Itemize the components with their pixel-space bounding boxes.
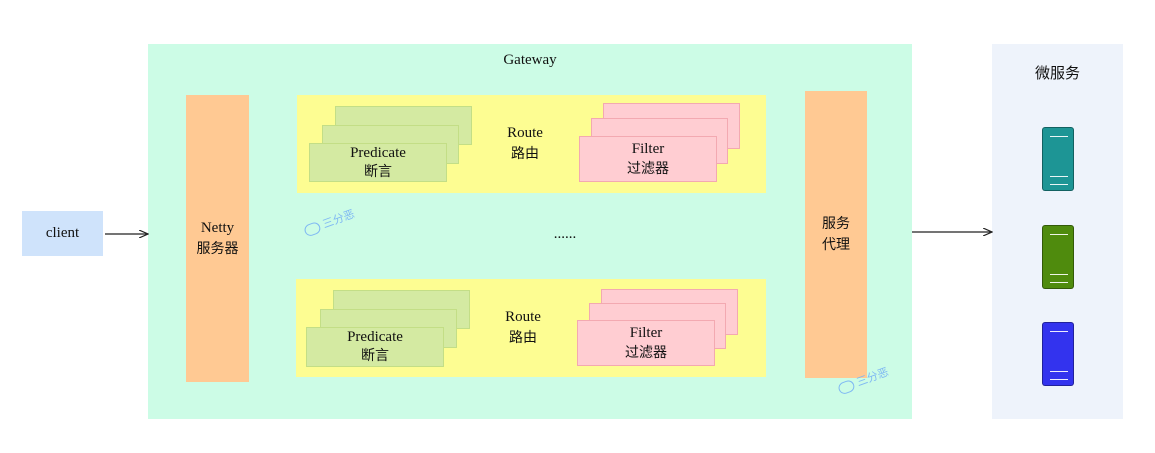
filter-cn-label: 过滤器 [625,345,667,361]
route-label-cn: 路由 [509,330,537,346]
filter-label: Filter [629,325,663,341]
predicate-cn-label: 断言 [361,348,389,364]
filter-card: Filter 过滤器 [579,136,717,182]
route-label: Route 路由 [488,306,558,350]
predicate-label: Predicate [350,144,406,161]
server-icon [1042,225,1074,289]
gateway-title: Gateway [503,52,557,68]
route-label-en: Route [507,125,543,141]
client-node: client [22,211,103,256]
predicate-card: Predicate 断言 [306,327,444,367]
server-icon [1042,127,1074,191]
service-proxy-block: 服务 代理 [805,91,867,378]
microservices-title: 微服务 [1034,64,1080,82]
predicate-cn-label: 断言 [364,163,392,180]
filter-label: Filter [631,141,665,157]
filter-cn-label: 过滤器 [627,161,669,177]
server-icon [1042,322,1074,386]
route-label-en: Route [505,309,541,325]
proxy-label-line2: 代理 [822,236,850,253]
netty-label: Netty [200,219,235,236]
filter-card: Filter 过滤器 [577,320,715,366]
predicate-card: Predicate 断言 [309,143,447,182]
predicate-label: Predicate [347,329,403,345]
netty-cn-label: 服务器 [196,240,239,257]
proxy-label-line1: 服务 [822,215,850,232]
route-label: Route 路由 [490,122,560,166]
client-label: client [45,225,80,241]
netty-server-block: Netty 服务器 [186,95,249,382]
routes-ellipsis: ...... [553,226,577,242]
route-label-cn: 路由 [511,146,539,162]
